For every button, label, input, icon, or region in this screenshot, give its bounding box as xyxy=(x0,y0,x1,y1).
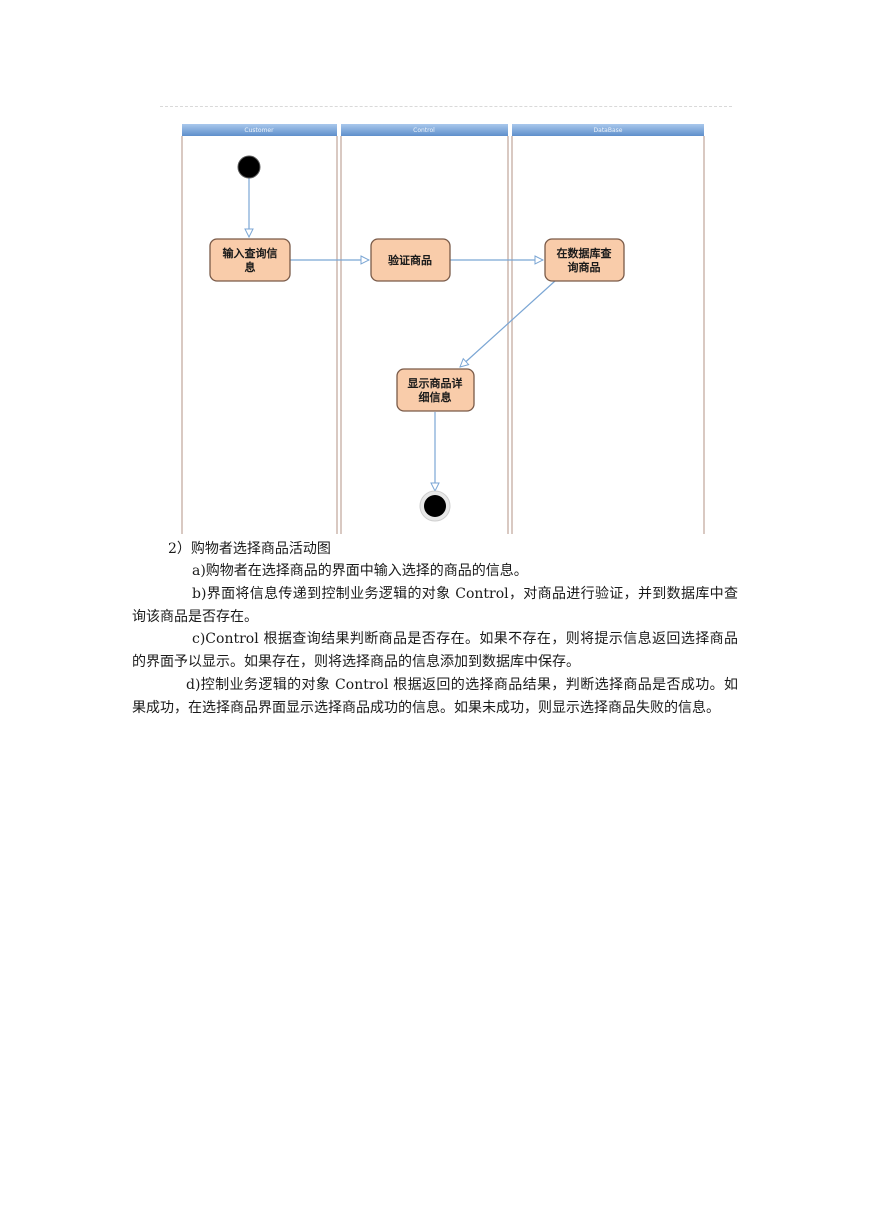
paragraph-b: b)界面将信息传递到控制业务逻辑的对象 Control，对商品进行验证，并到数据… xyxy=(132,586,738,625)
top-rule xyxy=(160,106,732,107)
lane-title-database: DataBase xyxy=(594,127,623,134)
action-box xyxy=(544,238,625,282)
activity-diagram-svg: Customer Control DataBase 输入查询信 息 xyxy=(181,124,705,534)
action-input-query: 输入查询信 息 xyxy=(209,238,291,282)
lane-header-database xyxy=(512,124,704,136)
figure-caption: 2）购物者选择商品活动图 xyxy=(168,541,331,557)
lane-header-customer xyxy=(182,124,337,136)
action-label: 显示商品详 xyxy=(408,376,463,390)
lane-title-control: Control xyxy=(413,127,435,134)
action-label: 验证商品 xyxy=(388,253,432,267)
action-label: 息 xyxy=(245,260,256,274)
paragraph-a: a)购物者在选择商品的界面中输入选择的商品的信息。 xyxy=(192,563,528,579)
activity-diagram: Customer Control DataBase 输入查询信 息 xyxy=(178,118,708,536)
paragraph-c: c)Control 根据查询结果判断商品是否存在。如果不存在，则将提示信息返回选… xyxy=(132,631,738,670)
lane-customer: Customer xyxy=(181,124,338,534)
action-box xyxy=(209,238,291,282)
action-label: 输入查询信 xyxy=(223,246,278,260)
lane-header-control xyxy=(341,124,508,136)
action-label: 细信息 xyxy=(419,390,452,404)
action-box xyxy=(370,238,451,282)
action-verify-product: 验证商品 xyxy=(370,238,451,282)
final-node xyxy=(424,495,446,517)
edge-query-to-display xyxy=(460,280,556,367)
action-query-database: 在数据库查 询商品 xyxy=(544,238,625,282)
initial-node xyxy=(237,155,261,179)
action-label: 询商品 xyxy=(568,260,601,274)
paragraph-d: d)控制业务逻辑的对象 Control 根据返回的选择商品结果，判断选择商品是否… xyxy=(132,677,738,716)
action-box xyxy=(396,368,475,412)
action-label: 在数据库查 xyxy=(557,246,612,260)
lane-title-customer: Customer xyxy=(244,127,274,134)
lane-control: Control xyxy=(340,124,509,534)
lane-database: DataBase xyxy=(511,124,705,534)
action-display-details: 显示商品详 细信息 xyxy=(396,368,475,412)
